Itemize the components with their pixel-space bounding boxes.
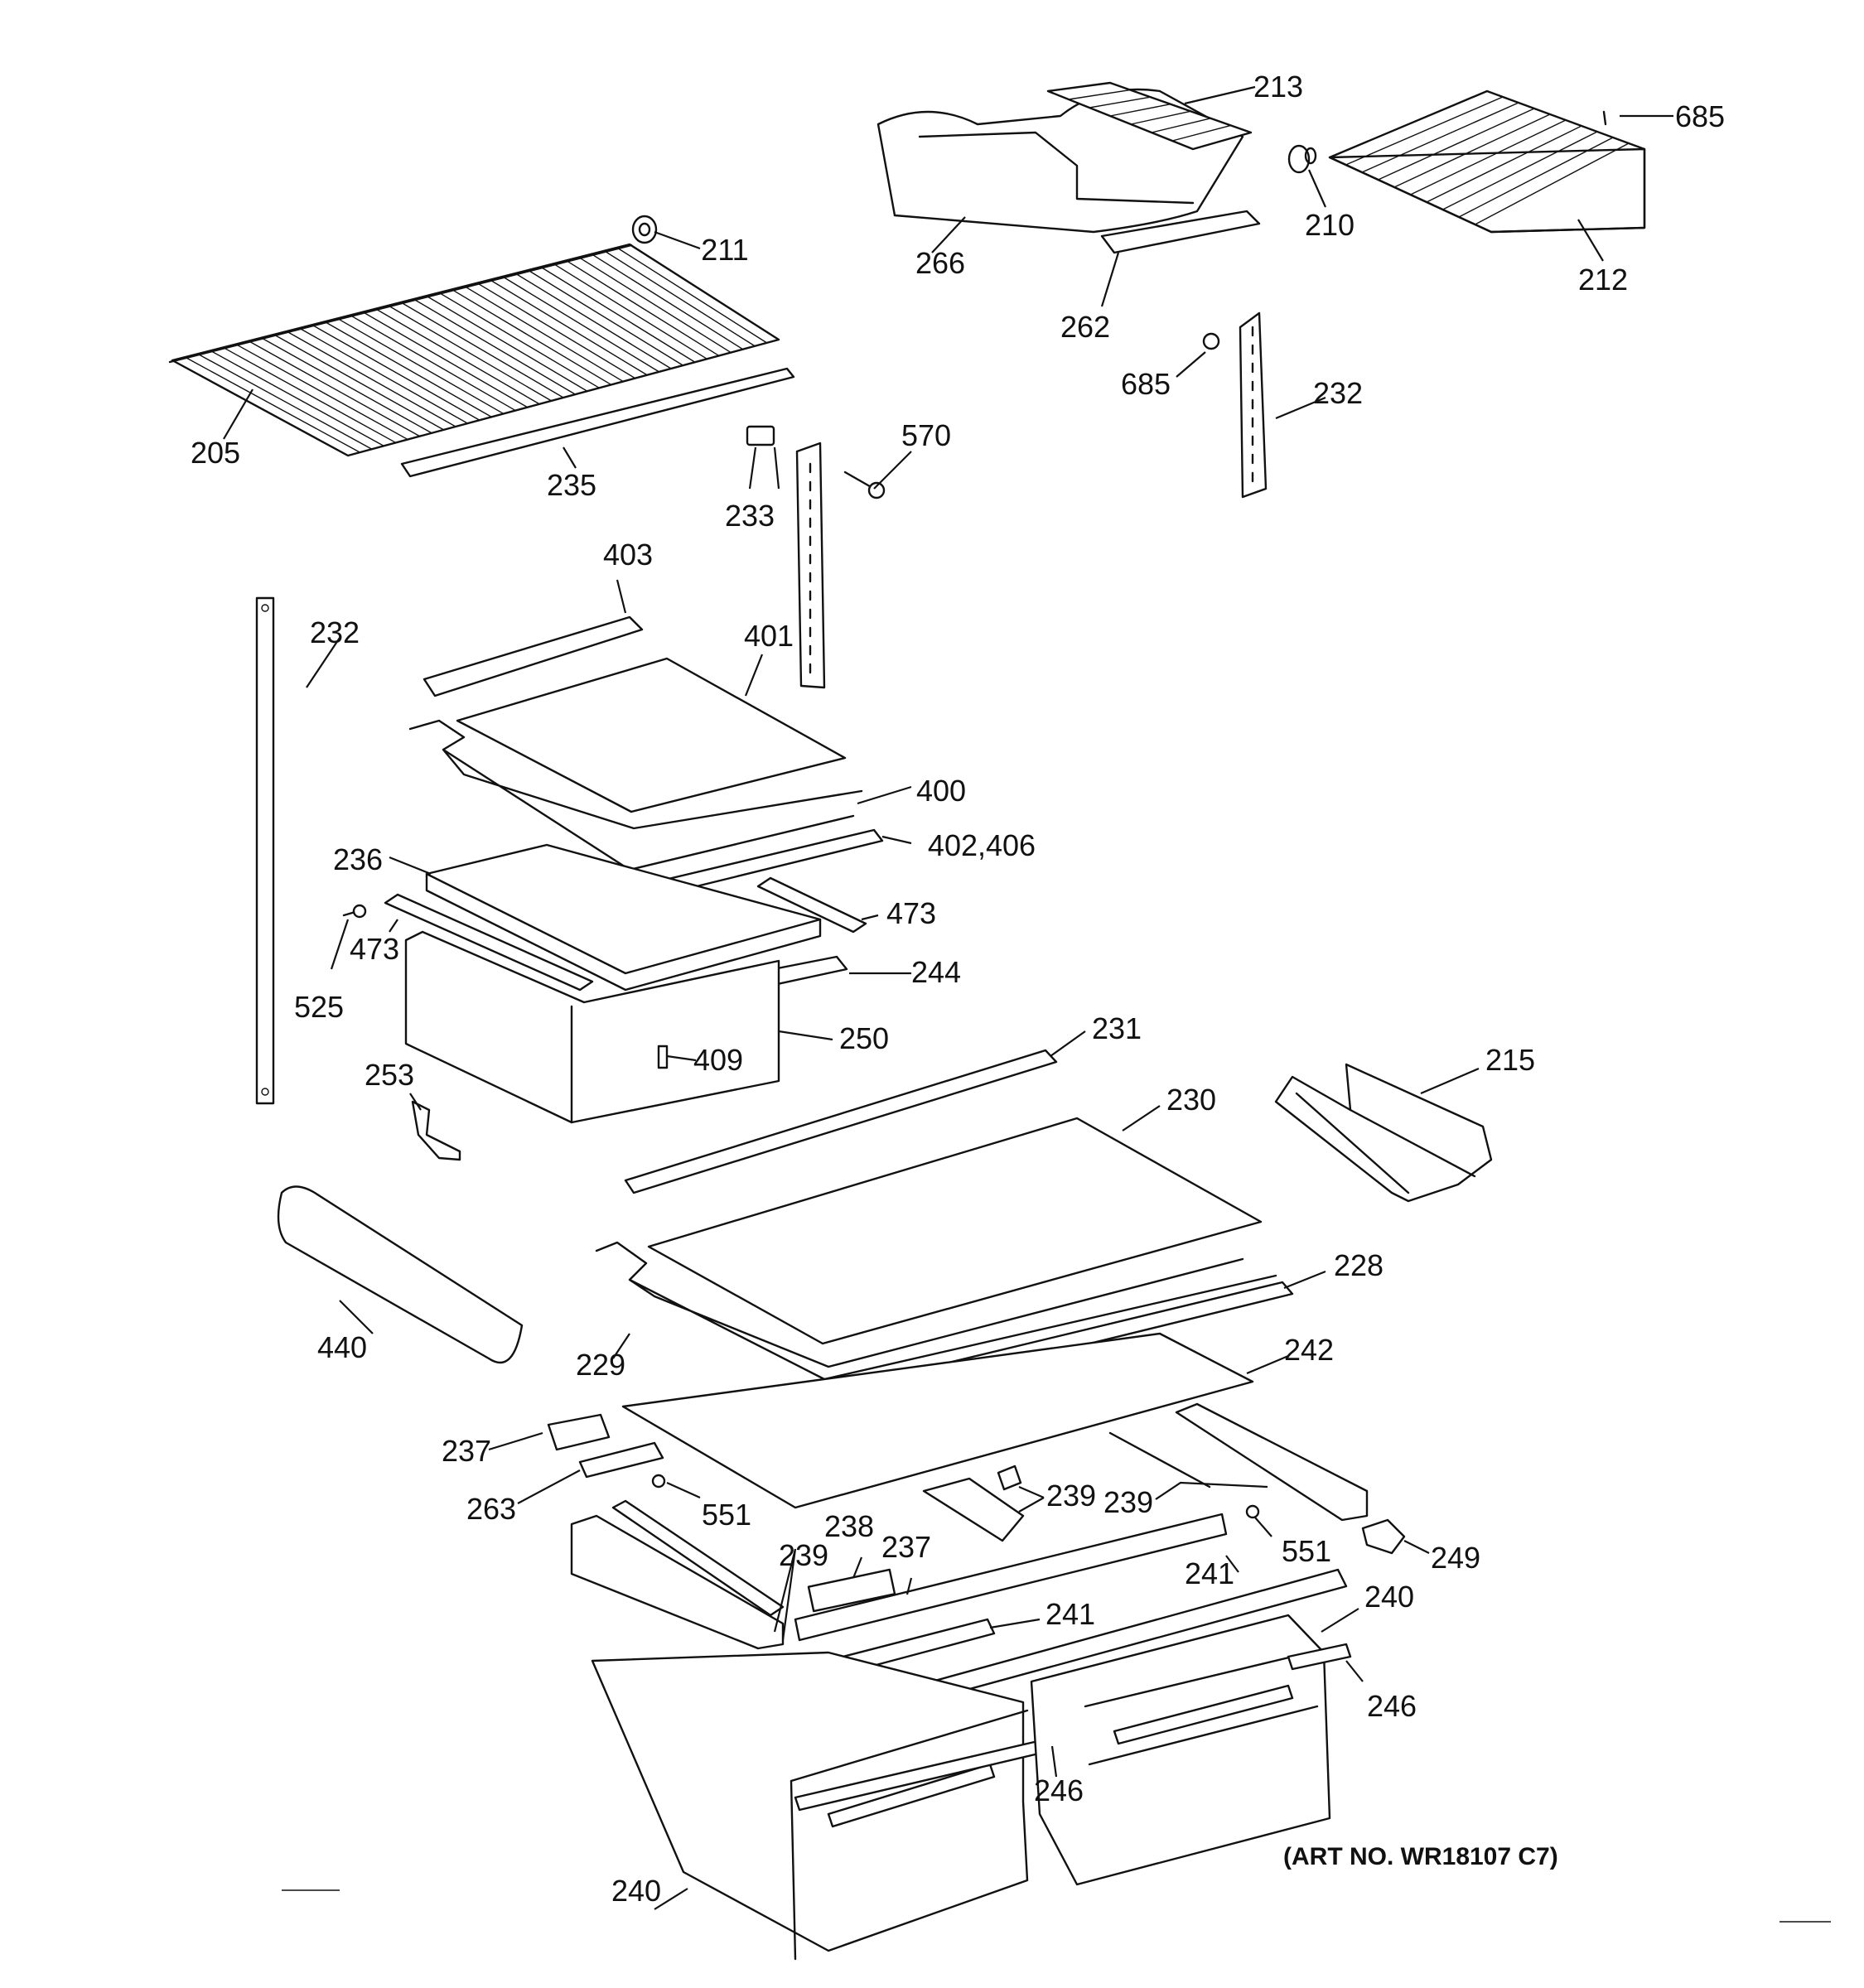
- callout-241-right: 241: [1184, 1556, 1235, 1590]
- rail-239-left-inner: [611, 1499, 785, 1617]
- callout-237-center: 237: [881, 1530, 932, 1564]
- callout-401: 401: [743, 619, 794, 653]
- callout-241-left: 241: [1045, 1597, 1096, 1631]
- callout-551-right: 551: [1281, 1534, 1332, 1568]
- roller-239: [997, 1464, 1022, 1491]
- handle-246-right: [1287, 1643, 1352, 1671]
- wire-shelf-205: [168, 243, 780, 457]
- callout-266: 266: [915, 246, 966, 280]
- callout-244: 244: [910, 955, 962, 989]
- screw-685-mid: [1202, 332, 1220, 350]
- callout-238: 238: [823, 1509, 875, 1543]
- shelf-trim-235: [400, 367, 795, 478]
- screw-525: [342, 904, 367, 919]
- clip-233: [746, 425, 775, 446]
- leader-lines: [223, 85, 1673, 1910]
- callout-230: 230: [1166, 1083, 1217, 1117]
- pan-support-262: [1100, 210, 1261, 254]
- callout-211: 211: [701, 233, 749, 267]
- rail-239-left: [570, 1514, 785, 1650]
- shelf-rail-232-left: [255, 596, 275, 1105]
- art-number: (ART NO. WR18107 C7): [1283, 1843, 1558, 1870]
- callout-242: 242: [1283, 1333, 1335, 1367]
- callout-212: 212: [1577, 263, 1629, 297]
- callout-685-mid: 685: [1120, 367, 1171, 401]
- cover-440: [277, 1185, 524, 1363]
- callout-246-right: 246: [1366, 1689, 1417, 1723]
- callout-239-center: 239: [1045, 1479, 1097, 1513]
- callout-525: 525: [293, 990, 345, 1024]
- callout-236: 236: [332, 842, 384, 876]
- slide-473-right: [756, 876, 867, 934]
- shelf-rail-232-center: [795, 442, 826, 689]
- rail-239-mid: [1108, 1431, 1211, 1489]
- callout-253: 253: [364, 1058, 415, 1092]
- callout-233: 233: [724, 499, 775, 533]
- callout-239-left: 239: [778, 1538, 829, 1572]
- ice-tray-213: [1046, 81, 1253, 151]
- callout-237-left: 237: [441, 1434, 492, 1468]
- callout-250: 250: [838, 1021, 890, 1055]
- crisper-drawer-240-right: [1030, 1614, 1331, 1886]
- callout-685-top: 685: [1674, 99, 1726, 133]
- trim-263: [578, 1441, 664, 1479]
- guide-239-center: [922, 1477, 1025, 1542]
- callout-263: 263: [466, 1492, 517, 1526]
- door-bin-215: [1274, 1063, 1493, 1203]
- label-409: [657, 1045, 669, 1069]
- callout-229: 229: [575, 1348, 626, 1382]
- callout-246-left: 246: [1033, 1773, 1084, 1807]
- shelf-trim-231: [624, 1049, 1058, 1194]
- callout-409: 409: [693, 1043, 744, 1077]
- bracket-253: [411, 1100, 461, 1161]
- callout-240-right: 240: [1364, 1580, 1415, 1614]
- callout-473-right: 473: [886, 896, 937, 930]
- bracket-249: [1361, 1518, 1406, 1555]
- glass-shelf-242: [621, 1332, 1254, 1509]
- callout-213: 213: [1253, 70, 1304, 104]
- callout-249: 249: [1430, 1541, 1481, 1575]
- callout-570: 570: [901, 418, 952, 452]
- callout-235: 235: [546, 468, 597, 502]
- callout-239-right: 239: [1103, 1485, 1154, 1519]
- shelf-trim-403: [423, 615, 644, 697]
- callout-232-left: 232: [309, 615, 360, 649]
- callout-473-left: 473: [349, 932, 400, 966]
- callout-440: 440: [316, 1330, 368, 1364]
- callout-228: 228: [1333, 1248, 1384, 1282]
- callout-232-right: 232: [1312, 376, 1364, 410]
- label-238: [807, 1568, 896, 1613]
- glass-shelf-230: [647, 1117, 1263, 1345]
- rail-237: [794, 1513, 1228, 1642]
- shelf-rail-232-right: [1239, 311, 1268, 499]
- callout-210: 210: [1304, 208, 1355, 242]
- callout-215: 215: [1485, 1043, 1536, 1077]
- bushing-211: [631, 215, 658, 244]
- slide-473-left: [384, 893, 594, 992]
- rail-239-right: [1175, 1402, 1369, 1522]
- callout-262: 262: [1060, 310, 1111, 344]
- callout-402-406: 402,406: [927, 828, 1036, 862]
- crisper-pan-250: [404, 930, 780, 1124]
- knob-210: [1287, 144, 1317, 174]
- screw-685-top: [1602, 110, 1607, 126]
- freezer-shelf-212: [1328, 89, 1646, 234]
- callout-240-left: 240: [611, 1874, 662, 1908]
- screw-551-right: [1245, 1504, 1260, 1519]
- glass-shelf-401: [456, 657, 847, 813]
- callout-400: 400: [915, 774, 967, 808]
- trim-237-left: [547, 1413, 611, 1451]
- crisper-cover-236: [425, 843, 822, 992]
- screw-570: [843, 470, 886, 499]
- callout-231: 231: [1091, 1011, 1142, 1045]
- shelf-frame-400: [408, 719, 863, 871]
- callout-205: 205: [190, 436, 241, 470]
- callout-403: 403: [602, 538, 654, 572]
- callout-551-left: 551: [701, 1498, 752, 1532]
- screw-551-left: [651, 1474, 666, 1489]
